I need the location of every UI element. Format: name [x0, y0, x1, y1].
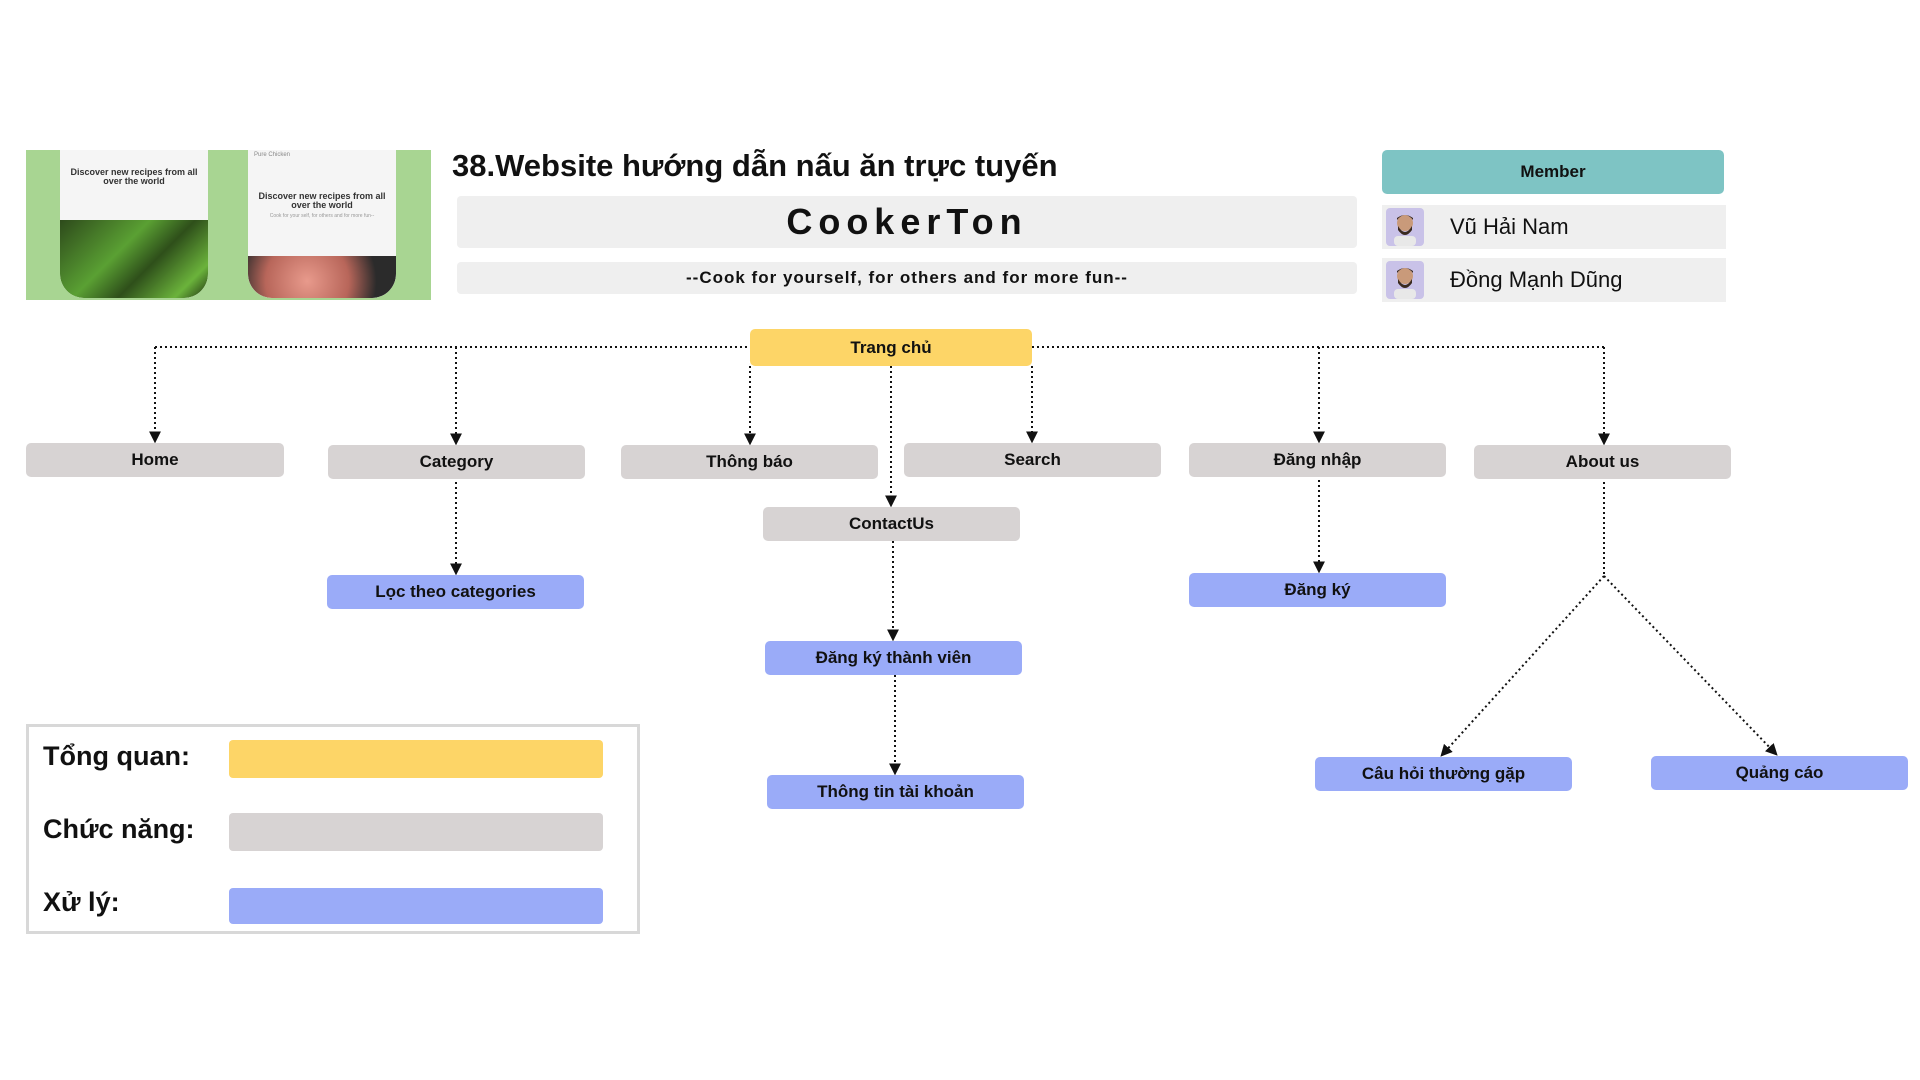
preview-food-peppers [60, 220, 208, 298]
legend-label-overview: Tổng quan: [43, 741, 190, 771]
legend-label-function: Chức năng: [43, 814, 195, 844]
member-header: Member [1382, 150, 1724, 194]
arrow-to-cau-hoi [1440, 575, 1605, 757]
node-about-us: About us [1474, 445, 1731, 479]
node-search: Search [904, 443, 1161, 477]
node-cau-hoi-thuong-gap: Câu hỏi thường gặp [1315, 757, 1572, 791]
brand-slogan: --Cook for yourself, for others and for … [457, 262, 1357, 294]
member-name: Vũ Hải Nam [1450, 214, 1569, 239]
arrow-to-quang-cao [1603, 575, 1778, 756]
preview-right-nav: Pure Chicken [254, 152, 291, 158]
member-name: Đồng Mạnh Dũng [1450, 267, 1623, 292]
preview-phone-left: Discover new recipes from all over the w… [60, 150, 208, 298]
preview-food-chicken [248, 256, 396, 298]
legend-swatch-overview [229, 740, 603, 778]
node-quang-cao: Quảng cáo [1651, 756, 1908, 790]
brand-name: CookerTon [457, 196, 1357, 248]
preview-right-sub: Cook for your self, for others and for m… [269, 212, 375, 219]
page-title: 38.Website hướng dẫn nấu ăn trực tuyến [452, 148, 1058, 183]
node-thong-bao: Thông báo [621, 445, 878, 479]
node-dang-ky: Đăng ký [1189, 573, 1446, 607]
node-dang-nhap: Đăng nhập [1189, 443, 1446, 477]
node-loc-theo-categories: Lọc theo categories [327, 575, 584, 609]
legend-label-process: Xử lý: [43, 887, 120, 917]
avatar [1386, 261, 1424, 299]
node-contact-us: ContactUs [763, 507, 1020, 541]
member-row: Đồng Mạnh Dũng [1382, 258, 1726, 302]
node-trang-chu: Trang chủ [750, 329, 1032, 366]
node-thong-tin-tai-khoan: Thông tin tài khoản [767, 775, 1024, 809]
member-row: Vũ Hải Nam [1382, 205, 1726, 249]
avatar [1386, 208, 1424, 246]
legend-swatch-function [229, 813, 603, 851]
preview-left-headline: Discover new recipes from all over the w… [70, 167, 198, 187]
legend: Tổng quan: Chức năng: Xử lý: [26, 724, 640, 934]
node-category: Category [328, 445, 585, 479]
node-dang-ky-thanh-vien: Đăng ký thành viên [765, 641, 1022, 675]
website-preview-image: Discover new recipes from all over the w… [26, 150, 431, 300]
node-home: Home [26, 443, 284, 477]
legend-swatch-process [229, 888, 603, 924]
preview-phone-right: Pure Chicken Discover new recipes from a… [248, 150, 396, 298]
preview-right-headline: Discover new recipes from all over the w… [258, 191, 386, 211]
